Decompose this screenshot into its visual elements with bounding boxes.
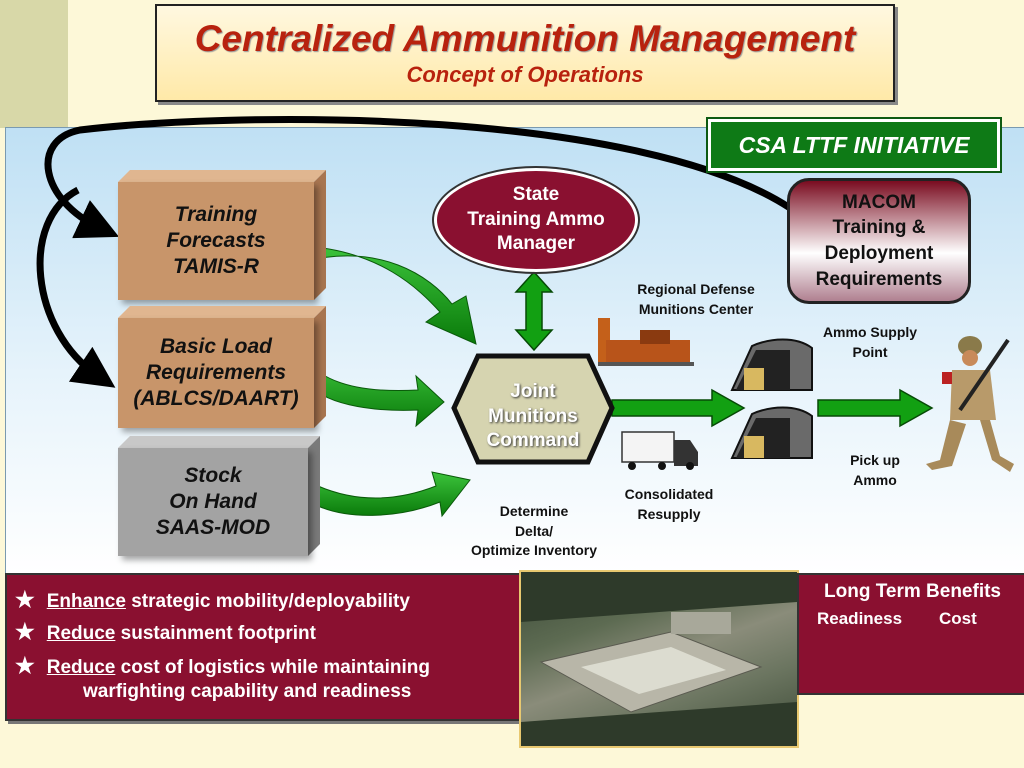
- basicload-line-3: (ABLCS/DAART): [133, 387, 299, 411]
- basicload-line-2: Requirements: [145, 360, 287, 384]
- star-icon: ★: [15, 587, 35, 612]
- arrow-asp-to-soldier: [817, 388, 934, 428]
- benefits-bullets-box: ★ Enhance strategic mobility/deployabilit…: [5, 573, 523, 721]
- bullet-1: ★ Enhance strategic mobility/deployabilit…: [15, 587, 410, 613]
- facility-aerial-photo: [519, 570, 799, 748]
- bullet-3: ★ Reduce cost of logistics while maintain…: [15, 653, 430, 679]
- bullet-3-text: cost of logistics while maintaining: [115, 657, 430, 678]
- bullet-1-text: strategic mobility/deployability: [125, 591, 410, 612]
- macom-line-4: Requirements: [815, 268, 943, 290]
- star-icon: ★: [15, 653, 35, 678]
- bullet-2-text: sustainment footprint: [115, 623, 316, 644]
- arrow-jmc-to-asp: [611, 388, 746, 428]
- macom-line-3: Deployment: [824, 243, 934, 264]
- jmc-line-1: Joint: [510, 381, 556, 402]
- macom-line-1: MACOM: [842, 191, 916, 213]
- page-subtitle: Concept of Operations: [406, 62, 644, 87]
- benefits-title: Long Term Benefits: [824, 581, 1001, 602]
- consolidated-line-1: Consolidated: [624, 486, 714, 502]
- delta-line-2: Delta/: [514, 522, 554, 539]
- jmc-line-3: Command: [486, 430, 580, 452]
- pickup-line-1: Pick up: [850, 452, 900, 468]
- bullet-2-verb: Reduce: [46, 623, 116, 644]
- training-line-1: Training: [174, 202, 258, 226]
- star-icon: ★: [15, 619, 35, 644]
- training-line-2: Forecasts: [166, 228, 266, 252]
- jmc-hexagon: [451, 353, 615, 465]
- basicload-line-1: Basic Load: [159, 334, 273, 358]
- rdmc-line-2: Munitions Center: [638, 300, 754, 317]
- state-line-3: Manager: [496, 233, 576, 255]
- asp-line-1: Ammo Supply: [822, 324, 918, 340]
- pickup-line-2: Ammo: [853, 471, 897, 488]
- bunker-icon-top: [730, 338, 813, 391]
- stock-line-1: Stock: [184, 463, 242, 487]
- consolidated-line-2: Resupply: [637, 505, 701, 522]
- arrow-basicload-to-jmc: [305, 358, 445, 428]
- jmc-label: Joint Munitions Command: [456, 380, 610, 454]
- feedback-curve-2: [36, 186, 116, 388]
- delta-line-1: Determine: [499, 503, 569, 519]
- bullet-3-continuation: warfighting capability and readiness: [83, 681, 412, 702]
- csa-initiative-badge: CSA LTTF INITIATIVE: [706, 117, 1002, 173]
- factory-icon: [598, 318, 694, 366]
- feedback-curve: [44, 116, 792, 239]
- cost-label: Cost: [939, 609, 977, 628]
- bunker-icon-bottom: [730, 406, 813, 459]
- readiness-label: Readiness: [817, 609, 903, 628]
- double-arrow-state-jmc: [514, 270, 554, 352]
- long-term-benefits-box: Long Term Benefits Readiness Cost: [797, 573, 1024, 695]
- state-line-1: State: [512, 183, 560, 205]
- arrow-stock-to-jmc: [317, 471, 471, 518]
- rdmc-line-1: Regional Defense: [637, 281, 755, 297]
- stock-line-3: SAAS-MOD: [155, 516, 271, 540]
- page-title: Centralized Ammunition Management: [194, 18, 856, 59]
- soldier-figure: [926, 336, 1014, 472]
- delta-line-3: Optimize Inventory: [470, 542, 598, 559]
- macom-line-2: Training &: [832, 217, 926, 239]
- bullet-1-verb: Enhance: [46, 591, 126, 612]
- truck-icon: [621, 431, 698, 470]
- arrow-training-to-jmc: [301, 245, 477, 345]
- jmc-line-2: Munitions: [488, 405, 578, 427]
- bullet-3-verb: Reduce: [46, 657, 116, 678]
- state-line-2: Training Ammo: [467, 208, 605, 230]
- training-line-3: TAMIS-R: [173, 255, 259, 279]
- pickup-label: Pick up Ammo: [830, 451, 920, 490]
- title-box: Centralized Ammunition Management Concep…: [155, 4, 895, 102]
- stock-line-2: On Hand: [169, 489, 257, 513]
- facility-photo-drawing: [521, 572, 797, 746]
- bullet-2: ★ Reduce sustainment footprint: [15, 619, 316, 645]
- left-strip: [0, 0, 68, 128]
- asp-line-2: Point: [852, 343, 888, 360]
